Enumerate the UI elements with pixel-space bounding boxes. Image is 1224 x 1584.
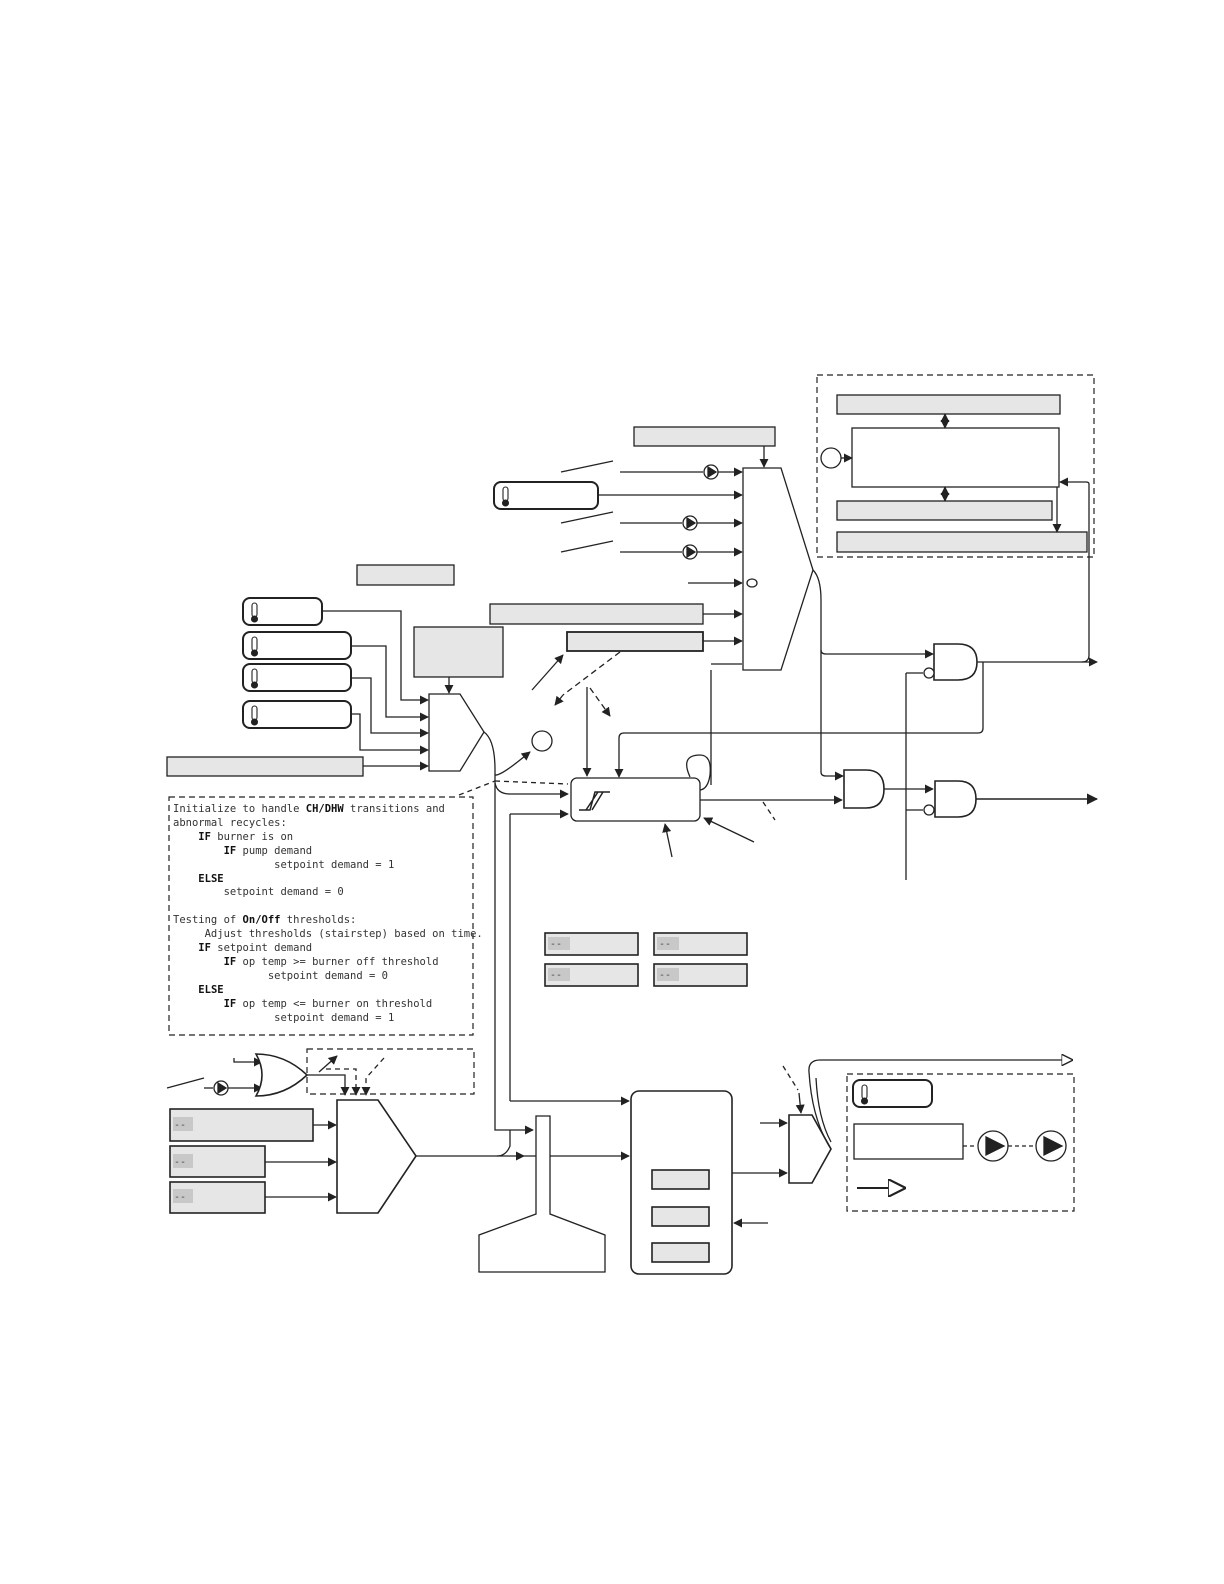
thermometer-icon [250,705,259,726]
notes-line: transitions and [343,803,445,815]
and-gate-top [933,643,978,681]
module-input-circle [820,447,842,469]
notes-keyword: ELSE [198,872,224,885]
notes-line: Testing of [173,914,243,927]
bottom-dashed-box [306,1048,475,1095]
notes-keyword: IF [223,955,237,968]
notes-line: setpoint demand = 1 [274,858,395,871]
hysteresis-icon [579,791,610,811]
param-marker: -- [174,1120,186,1131]
notes-line: setpoint demand = 0 [267,969,388,982]
notes-line: op temp <= burner on threshold [236,997,433,1010]
temp-sensor-3 [242,631,352,660]
notes-keyword: IF [223,997,237,1010]
param-marker: -- [550,970,562,981]
legend-logic-box [853,1123,964,1160]
notes-line: Initialize to handle [173,803,306,815]
thermometer-icon [250,602,259,623]
bottom-left-param-box [166,756,364,777]
and-gate-top-invert [923,667,935,679]
notes-dashed-box [168,796,474,1036]
and-gate-right [934,780,977,818]
temp-sensor-1 [493,481,599,510]
bottom-select-block [336,1099,417,1214]
param-markers: -- -- -- -- -- -- -- [173,937,679,1203]
notes-line: Adjust thresholds (stairstep) based on t… [204,928,483,941]
notes-bold: On/Off [242,914,281,927]
logic-notes: Initialize to handle CH/DHW transitions … [173,803,483,1026]
thermometer-icon [860,1084,869,1105]
param-marker: -- [174,1157,186,1168]
module-param-box-2 [836,500,1053,521]
stand-shape [478,1115,606,1273]
legend-dashed-box [846,1073,1075,1212]
notes-line: op temp >= burner off threshold [236,955,439,968]
thermometer-icon [250,668,259,689]
module-top-param-box [836,394,1061,415]
center-inner-box-3 [651,1242,710,1263]
wide-param-box-2 [566,631,704,652]
left-logic-box [413,626,504,678]
wide-param-box-1 [489,603,704,625]
notes-keyword: IF [198,942,211,955]
thermometer-icons [250,486,869,1105]
temp-sensor-4 [242,663,352,692]
notes-line: setpoint demand = 0 [223,886,344,899]
thermometer-icon [501,486,510,507]
selector-top-param-box [633,426,776,447]
module-logic-block [851,427,1060,488]
upper-selector-block [742,467,814,671]
param-marker: -- [659,939,671,950]
and-gate-right-invert [923,804,935,816]
temp-sensor-5 [242,700,352,729]
top-left-param-box [356,564,455,586]
notes-line: burner is on [210,830,294,843]
notes-line: abnormal recycles: [173,816,287,829]
center-inner-box-1 [651,1169,710,1190]
center-inner-box-2 [651,1206,710,1227]
and-gate-middle [843,769,885,809]
hysteresis-block [570,777,701,822]
notes-keyword: ELSE [198,983,224,996]
left-select-block [428,693,485,772]
notes-line: setpoint demand = 1 [274,1011,395,1024]
small-circle-node [531,730,553,752]
selector-indicator [746,578,758,588]
small-right-select-block [788,1114,832,1184]
notes-line: setpoint demand [210,942,313,955]
module-param-box-3 [836,531,1088,553]
param-marker: -- [659,970,671,981]
or-gate [254,1053,309,1097]
legend-temp-sensor [852,1079,933,1108]
notes-bold: CH/DHW [305,803,344,815]
notes-keyword: IF [223,844,237,857]
notes-line: pump demand [236,844,313,857]
param-marker: -- [174,1192,186,1203]
notes-line: thresholds: [280,914,357,927]
notes-keyword: IF [198,830,211,843]
thermometer-icon [250,636,259,657]
param-marker: -- [550,939,562,950]
